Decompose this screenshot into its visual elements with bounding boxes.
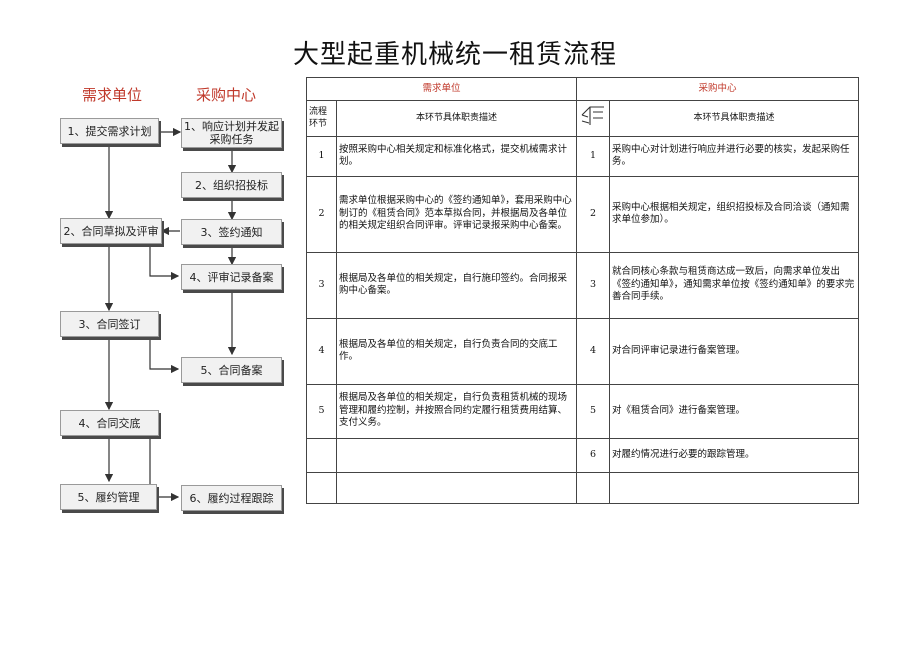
row-duty-procure: 就合同核心条款与租赁商达成一致后，向需求单位发出《签约通知单》，通知需求单位按《… (609, 251, 859, 319)
row-step-demand: 2 (306, 175, 337, 253)
row-duty-demand (336, 471, 577, 504)
row-step-procure: 2 (576, 175, 610, 253)
node-performance-tracking: 6、履约过程跟踪 (181, 485, 282, 511)
node-review-record-filing: 4、评审记录备案 (181, 264, 282, 290)
lane-demand-label: 需求单位 (82, 86, 143, 104)
node-organize-bidding: 2、组织招投标 (181, 172, 282, 198)
node-contract-signing: 3、合同签订 (60, 311, 159, 337)
flow-step-header: 流程环节 (306, 100, 337, 137)
row-step-procure: 5 (576, 383, 610, 439)
flow-connectors (104, 127, 237, 502)
row-step-demand (306, 471, 337, 504)
col-demand-header: 需求单位 (306, 77, 577, 101)
row-duty-demand (336, 437, 577, 473)
flow-step-icon-cell (576, 100, 610, 137)
lane-procure-label: 采购中心 (196, 86, 257, 104)
table-row: 6 对履约情况进行必要的跟踪管理。 (306, 437, 859, 473)
node-performance-management: 5、履约管理 (60, 484, 157, 510)
row-duty-procure: 对履约情况进行必要的跟踪管理。 (609, 437, 859, 473)
row-duty-procure (609, 471, 859, 504)
node-contract-draft-review: 2、合同草拟及评审 (60, 218, 162, 244)
row-step-demand: 5 (306, 383, 337, 439)
table-row (306, 471, 859, 504)
table-row: 1 按照采购中心相关规定和标准化格式，提交机械需求计划。 1 采购中心对计划进行… (306, 135, 859, 177)
flow-step-icon (581, 106, 604, 125)
row-duty-procure: 对合同评审记录进行备案管理。 (609, 317, 859, 385)
col-procure-header: 采购中心 (576, 77, 859, 101)
row-step-demand: 4 (306, 317, 337, 385)
row-step-procure: 3 (576, 251, 610, 319)
table-row: 2 需求单位根据采购中心的《签约通知单》，套用采购中心制订的《租赁合同》范本草拟… (306, 175, 859, 253)
node-contract-filing: 5、合同备案 (181, 357, 282, 383)
page-title: 大型起重机械统一租赁流程 (292, 40, 617, 70)
row-duty-demand: 根据局及各单位的相关规定，自行施印签约。合同报采购中心备案。 (336, 251, 577, 319)
row-duty-demand: 按照采购中心相关规定和标准化格式，提交机械需求计划。 (336, 135, 577, 177)
table-group-header: 需求单位 采购中心 (306, 77, 859, 101)
responsibility-table: 需求单位 采购中心 流程环节 本环节具体职责描述 本环节具体职责描述 1 按照采… (306, 77, 859, 504)
node-signing-notice: 3、签约通知 (181, 219, 282, 245)
row-step-demand: 1 (306, 135, 337, 177)
table-row: 5 根据局及各单位的相关规定，自行负责租赁机械的现场管理和履约控制，并按照合同约… (306, 383, 859, 439)
row-duty-procure: 对《租赁合同》进行备案管理。 (609, 383, 859, 439)
row-duty-procure: 采购中心根据相关规定，组织招投标及合同洽谈（通知需求单位参加）。 (609, 175, 859, 253)
table-row: 3 根据局及各单位的相关规定，自行施印签约。合同报采购中心备案。 3 就合同核心… (306, 251, 859, 319)
node-submit-demand-plan: 1、提交需求计划 (60, 118, 159, 144)
node-contract-briefing: 4、合同交底 (60, 410, 159, 436)
row-step-procure: 4 (576, 317, 610, 385)
row-step-demand (306, 437, 337, 473)
row-step-demand: 3 (306, 251, 337, 319)
duty-header-demand: 本环节具体职责描述 (336, 100, 577, 137)
row-duty-demand: 根据局及各单位的相关规定，自行负责租赁机械的现场管理和履约控制，并按照合同约定履… (336, 383, 577, 439)
duty-header-procure: 本环节具体职责描述 (609, 100, 859, 137)
row-step-procure: 1 (576, 135, 610, 177)
row-duty-demand: 根据局及各单位的相关规定，自行负责合同的交底工作。 (336, 317, 577, 385)
row-duty-demand: 需求单位根据采购中心的《签约通知单》，套用采购中心制订的《租赁合同》范本草拟合同… (336, 175, 577, 253)
table-row: 4 根据局及各单位的相关规定，自行负责合同的交底工作。 4 对合同评审记录进行备… (306, 317, 859, 385)
row-step-procure: 6 (576, 437, 610, 473)
node-respond-initiate-procurement: 1、响应计划并发起采购任务 (181, 118, 282, 148)
row-duty-procure: 采购中心对计划进行响应并进行必要的核实，发起采购任务。 (609, 135, 859, 177)
row-step-procure (576, 471, 610, 504)
table-sub-header: 流程环节 本环节具体职责描述 本环节具体职责描述 (306, 100, 859, 137)
